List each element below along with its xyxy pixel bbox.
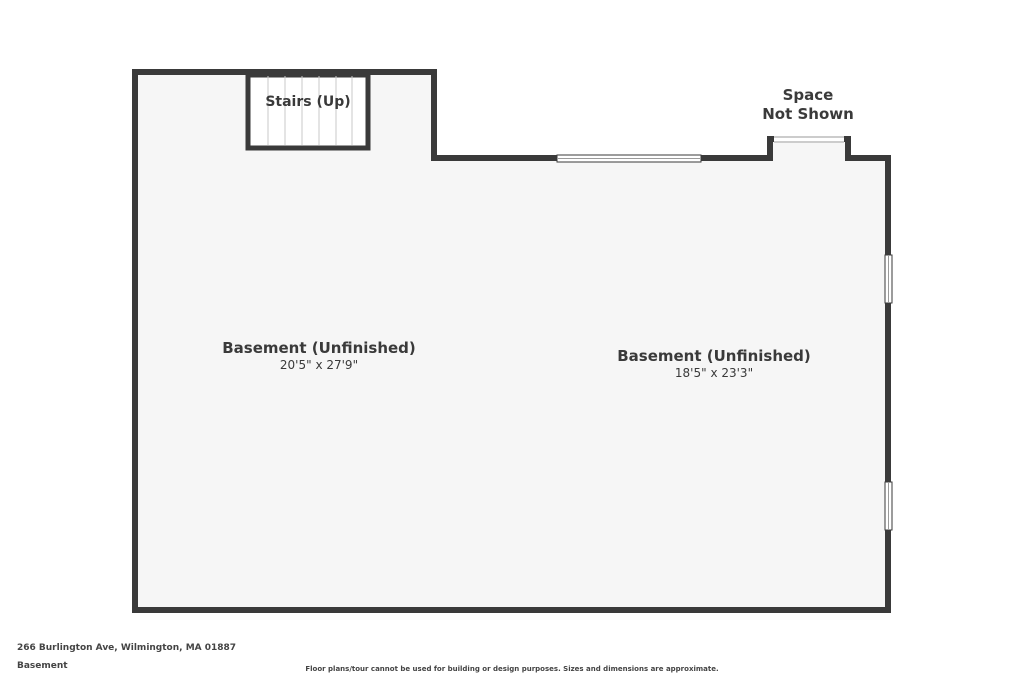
opening-space-not-shown: [774, 136, 844, 143]
window-right-lower: [884, 481, 893, 531]
room-dimensions: 20'5" x 27'9": [279, 358, 359, 372]
room-label-basement-left: Basement (Unfinished) 20'5" x 27'9": [222, 339, 416, 373]
space-label-line1: Space: [782, 86, 834, 104]
room-name: Basement (Unfinished): [617, 347, 811, 365]
room-label-basement-right: Basement (Unfinished) 18'5" x 23'3": [617, 347, 811, 381]
room-dimensions: 18'5" x 23'3": [674, 366, 754, 380]
space-label-line2: Not Shown: [762, 105, 854, 123]
space-not-shown-label: Space Not Shown: [762, 86, 854, 124]
stairs-label: Stairs (Up): [265, 94, 351, 110]
room-name: Basement (Unfinished): [222, 339, 416, 357]
footer-address: 266 Burlington Ave, Wilmington, MA 01887: [17, 643, 237, 653]
floor-area: [135, 72, 888, 610]
footer-level: Basement: [17, 661, 68, 671]
window-right-upper: [884, 254, 893, 304]
stairs: [245, 72, 371, 151]
footer-disclaimer: Floor plans/tour cannot be used for buil…: [305, 665, 719, 673]
exterior-wall: [132, 69, 891, 613]
window-top: [556, 154, 702, 163]
